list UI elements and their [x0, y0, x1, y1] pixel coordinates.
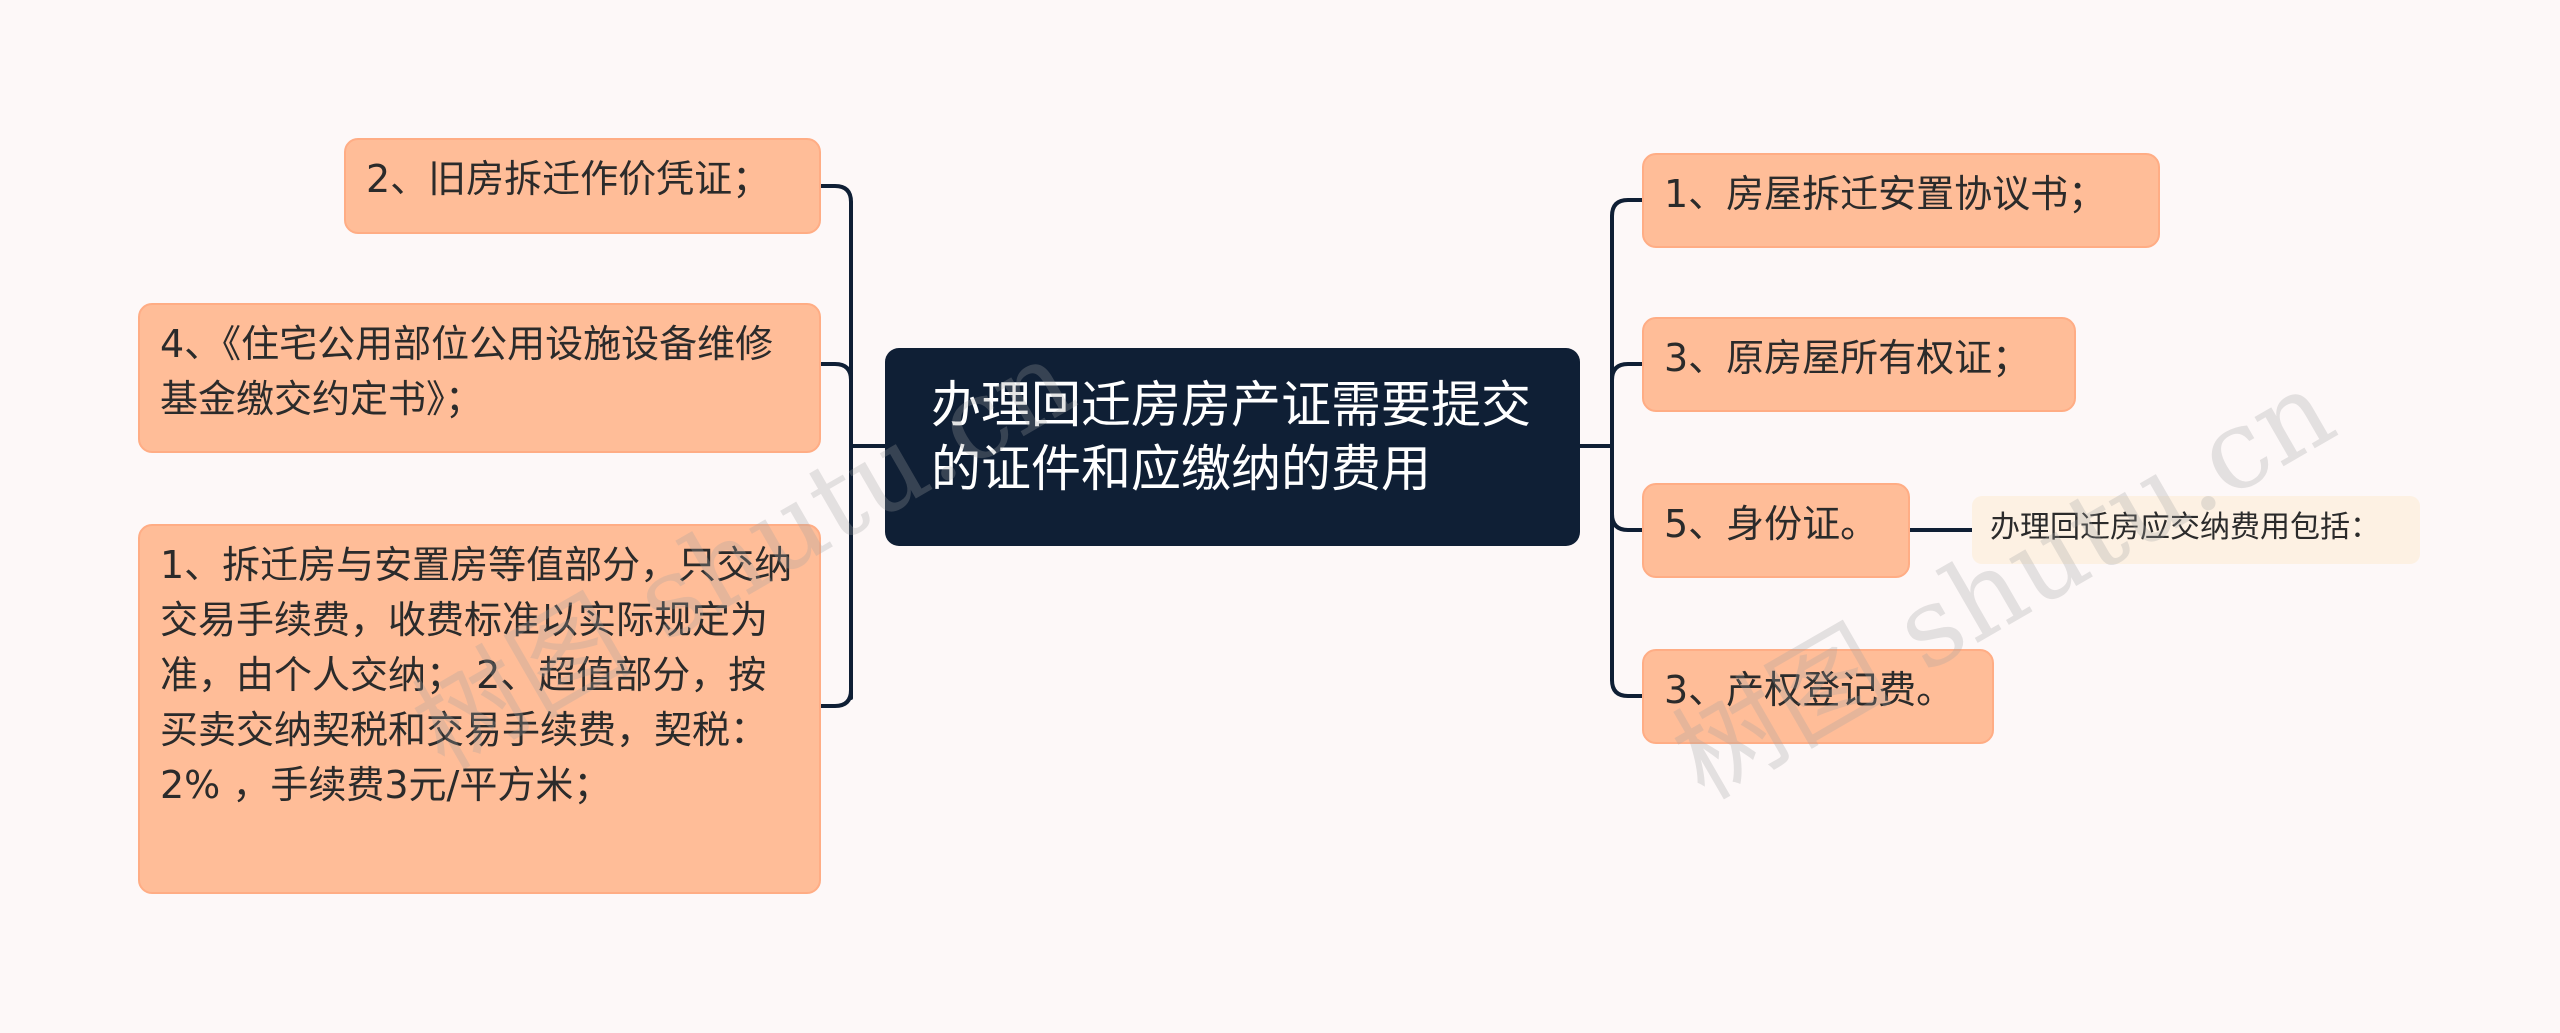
- right-topic-1-label: 1、房屋拆迁安置协议书；: [1664, 172, 2107, 216]
- right-topic-4-label: 3、产权登记费。: [1664, 668, 1955, 712]
- right-topic-2[interactable]: 3、原房屋所有权证；: [1642, 317, 2076, 412]
- fee-note-label: 办理回迁房应交纳费用包括：: [1990, 510, 2380, 545]
- left-topic-2[interactable]: 4、《住宅公用部位公用设施设备维修基金缴交约定书》；: [138, 303, 821, 453]
- right-topic-1[interactable]: 1、房屋拆迁安置协议书；: [1642, 153, 2160, 248]
- left-topic-1-label: 2、旧房拆迁作价凭证；: [366, 157, 771, 201]
- connector-left-1: [819, 184, 853, 204]
- connector-left-3: [819, 688, 853, 708]
- left-topic-2-label: 4、《住宅公用部位公用设施设备维修基金缴交约定书》；: [160, 322, 774, 421]
- connector-right-4: [1610, 678, 1644, 698]
- connector-left-2: [819, 362, 853, 382]
- root-topic-label: 办理回迁房房产证需要提交的证件和应缴纳的费用: [931, 376, 1531, 498]
- right-topic-3-label: 5、身份证。: [1664, 502, 1879, 546]
- fee-note[interactable]: 办理回迁房应交纳费用包括：: [1972, 496, 2420, 564]
- connector-right-2: [1610, 362, 1644, 382]
- left-topic-1[interactable]: 2、旧房拆迁作价凭证；: [344, 138, 821, 234]
- root-topic[interactable]: 办理回迁房房产证需要提交的证件和应缴纳的费用: [885, 348, 1580, 546]
- right-topic-4[interactable]: 3、产权登记费。: [1642, 649, 1994, 744]
- right-topic-2-label: 3、原房屋所有权证；: [1664, 336, 2031, 380]
- left-topic-3-label: 1、拆迁房与安置房等值部分，只交纳交易手续费，收费标准以实际规定为准，由个人交纳…: [160, 543, 793, 807]
- connector-right-3: [1610, 512, 1644, 532]
- connector-right-1: [1610, 198, 1644, 218]
- left-topic-3[interactable]: 1、拆迁房与安置房等值部分，只交纳交易手续费，收费标准以实际规定为准，由个人交纳…: [138, 524, 821, 894]
- right-topic-3[interactable]: 5、身份证。: [1642, 483, 1910, 578]
